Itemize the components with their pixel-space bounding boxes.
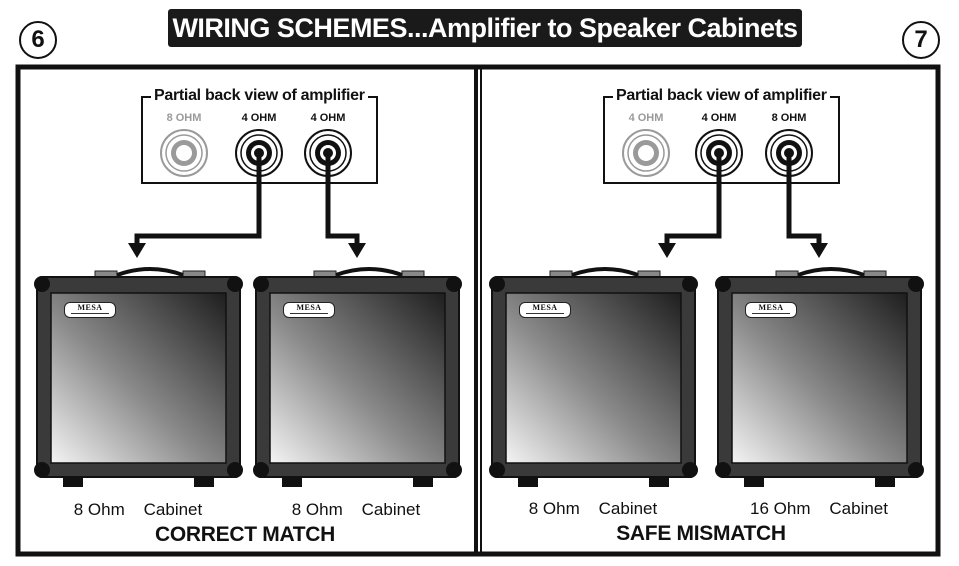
- jack-label: 8 OHM: [166, 112, 202, 124]
- mesa-logo: MESA: [519, 302, 571, 318]
- arrow-icon: [348, 243, 366, 258]
- mesa-logo: MESA: [64, 302, 116, 318]
- amp-caption-right: Partial back view of amplifier: [613, 87, 830, 105]
- cabinet-label: 8 Ohm Cabinet: [73, 500, 203, 519]
- arrow-icon: [658, 243, 676, 258]
- mesa-logo: MESA: [745, 302, 797, 318]
- cabinet-label: 8 Ohm Cabinet: [291, 500, 421, 519]
- panel-number-left: 6: [19, 21, 57, 59]
- jack-label: 4 OHM: [628, 112, 664, 124]
- speaker-cabinet: [487, 267, 700, 489]
- cabinet-label: 16 Ohm Cabinet: [750, 499, 888, 518]
- mesa-logo: MESA: [283, 302, 335, 318]
- verdict-safe-mismatch: SAFE MISMATCH: [616, 522, 786, 545]
- amp-caption-left: Partial back view of amplifier: [151, 87, 368, 105]
- speaker-cable: [664, 153, 722, 245]
- speaker-cabinet: [713, 267, 926, 489]
- jack-icon: [160, 129, 208, 177]
- speaker-cabinet: [32, 267, 245, 489]
- jack-label: 4 OHM: [241, 112, 277, 124]
- speaker-cable: [134, 153, 262, 245]
- jack-label: 8 OHM: [771, 112, 807, 124]
- diagram-title: WIRING SCHEMES...Amplifier to Speaker Ca…: [168, 9, 802, 47]
- speaker-cable: [786, 153, 822, 245]
- speaker-cable: [325, 153, 360, 245]
- arrow-icon: [810, 243, 828, 258]
- panel-number-right: 7: [902, 21, 940, 59]
- cabinet-label: 8 Ohm Cabinet: [528, 499, 658, 518]
- speaker-cabinet: [251, 267, 464, 489]
- verdict-correct-match: CORRECT MATCH: [154, 523, 336, 546]
- arrow-icon: [128, 243, 146, 258]
- jack-icon: [622, 129, 670, 177]
- jack-label: 4 OHM: [310, 112, 346, 124]
- jack-label: 4 OHM: [701, 112, 737, 124]
